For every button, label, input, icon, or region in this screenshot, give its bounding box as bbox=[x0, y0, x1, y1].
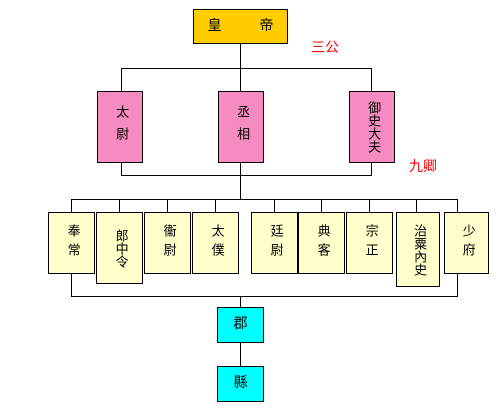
sangong-box-taiwei: 太尉 bbox=[97, 91, 143, 163]
jiuqing-box-taipu: 太僕 bbox=[192, 212, 239, 274]
jiuqing-box-fengchang: 奉常 bbox=[48, 212, 95, 274]
jiuqing-box-zhisu-neishi: 治粟內史 bbox=[396, 212, 440, 287]
emperor-box: 皇 帝 bbox=[193, 9, 288, 44]
jiuqing-box-weiwei: 衞尉 bbox=[144, 212, 191, 274]
sangong-label: 三公 bbox=[311, 40, 339, 56]
jiuqing-box-langzhongling: 郎中令 bbox=[96, 212, 143, 284]
jiuqing-label: 九卿 bbox=[409, 159, 437, 175]
jiuqing-box-dianke: 典客 bbox=[298, 212, 345, 274]
sangong-box-chengxiang: 丞相 bbox=[218, 91, 264, 163]
jiuqing-box-tingwei: 廷尉 bbox=[251, 212, 298, 274]
jiuqing-box-shaofu: 少府 bbox=[444, 212, 489, 274]
jiuqing-box-zongzheng: 宗正 bbox=[346, 212, 393, 274]
sangong-box-yushi-dafu: 御史大夫 bbox=[349, 91, 395, 163]
commandery-box: 郡 bbox=[217, 307, 264, 343]
county-box: 縣 bbox=[217, 366, 264, 402]
